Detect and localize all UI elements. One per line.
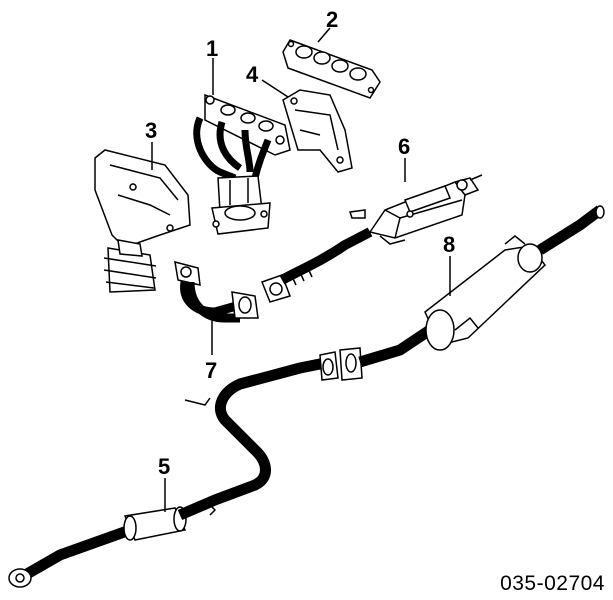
callout-1: 1	[206, 36, 218, 61]
callout-7: 7	[205, 358, 217, 383]
callouts: 1 2 3 4 5 6 7 8	[145, 7, 455, 479]
callout-6: 6	[398, 134, 410, 159]
center-pipe-resonator	[8, 351, 339, 588]
main-muffler	[339, 205, 605, 381]
callout-5: 5	[158, 454, 170, 479]
diagram-code: 035-02704	[500, 572, 605, 595]
catalytic-converter	[349, 174, 483, 245]
callout-8: 8	[443, 232, 455, 257]
manifold-gasket	[282, 39, 381, 99]
callout-3: 3	[145, 118, 157, 143]
front-pipe	[174, 260, 259, 323]
callout-4: 4	[246, 62, 259, 87]
exhaust-manifold	[193, 93, 291, 235]
rear-manifold-heat-shield	[94, 149, 191, 293]
callout-2: 2	[326, 7, 338, 32]
flex-joint	[261, 227, 373, 303]
leader-lines	[151, 27, 451, 512]
manifold-heat-shield	[282, 89, 353, 173]
